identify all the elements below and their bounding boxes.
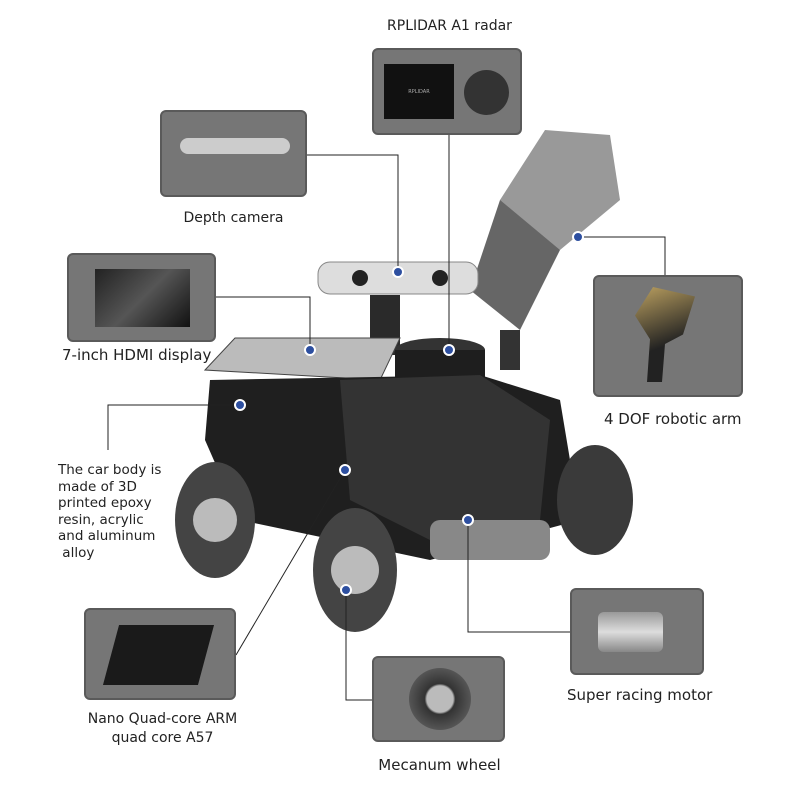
body-material-note: The car body is made of 3D printed epoxy… (58, 462, 161, 561)
body-note-line: resin, acrylic (58, 511, 144, 528)
nano-label-line: quad core A57 (111, 730, 214, 746)
arm-device (635, 287, 695, 382)
motor-label: Super racing motor (567, 686, 713, 704)
nano-label-line: Nano Quad-core ARM (87, 711, 238, 727)
body-note-line: alloy (58, 544, 95, 561)
body-note-line: printed epoxy (58, 495, 152, 511)
nano-image-box (84, 608, 236, 700)
body-note-line: made of 3D (58, 478, 137, 495)
display-image-box (67, 253, 216, 342)
lidar-package: RPLIDAR (384, 64, 454, 119)
mecanum-wheel (409, 668, 471, 730)
callout-dots (234, 231, 584, 596)
camera-image-box (160, 110, 307, 197)
nano-board (102, 625, 215, 685)
body-note-line: The car body is (58, 462, 162, 478)
lidar-label: RPLIDAR A1 radar (387, 18, 512, 34)
body-note-line: and aluminum (58, 528, 156, 544)
nano-label: Nano Quad-core ARM quad core A57 (70, 710, 255, 748)
display-device (95, 269, 190, 327)
wheel-image-box (372, 656, 505, 742)
depth-camera-device (180, 138, 290, 154)
arm-image-box (593, 275, 743, 397)
display-label: 7-inch HDMI display (62, 346, 212, 364)
lidar-image-box: RPLIDAR (372, 48, 522, 135)
arm-label: 4 DOF robotic arm (604, 410, 742, 428)
wheel-label: Mecanum wheel (378, 756, 501, 774)
camera-label: Depth camera (183, 210, 284, 226)
motor-image-box (570, 588, 704, 675)
lidar-device (464, 70, 509, 115)
callout-lines (107, 135, 666, 701)
motor-device (598, 612, 663, 652)
robot (175, 130, 633, 632)
